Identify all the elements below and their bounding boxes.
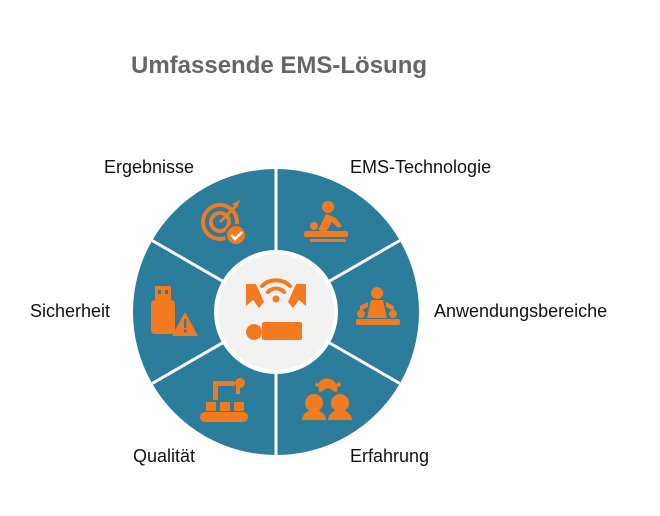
diagram-title: Umfassende EMS-Lösung — [131, 52, 428, 79]
center-hub — [214, 250, 338, 374]
massage-therapy-icon — [304, 201, 348, 242]
target-check-icon — [201, 200, 247, 246]
team-collaboration-icon — [302, 378, 352, 420]
segment-anwendungsbereiche — [276, 240, 419, 384]
label-sicherheit: Sicherheit — [30, 301, 111, 321]
label-erfahrung: Erfahrung — [350, 446, 430, 466]
robotic-wireless-control-icon — [246, 278, 306, 340]
physiotherapy-icon — [356, 287, 400, 325]
label-qualitaet: Qualität — [133, 446, 196, 466]
label-ems-technologie: EMS-Technologie — [350, 157, 492, 177]
segment-sicherheit — [133, 240, 276, 384]
assembly-line-icon — [200, 378, 248, 422]
label-anwendungsbereiche: Anwendungsbereiche — [434, 301, 608, 321]
label-ergebnisse: Ergebnisse — [104, 157, 195, 177]
usb-warning-icon — [151, 286, 198, 336]
